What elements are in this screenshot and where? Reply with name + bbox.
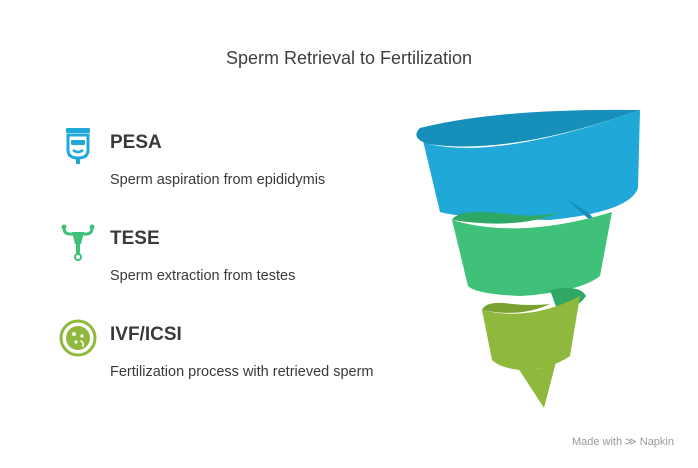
reproductive-organ-icon (61, 224, 95, 261)
funnel-band-tese (452, 212, 612, 312)
funnel-graphic (416, 109, 640, 408)
funnel-tip (518, 362, 556, 408)
step-description: Sperm aspiration from epididymis (110, 172, 326, 188)
funnel-band-pesa (416, 109, 640, 220)
diagram-title: Sperm Retrieval to Fertilization (225, 48, 473, 68)
funnel-band-ivf-icsi (482, 296, 580, 370)
step-name: PESA (110, 132, 162, 153)
step-description: Fertilization process with retrieved spe… (110, 364, 374, 380)
napkin-watermark: Made with ≫ Napkin (572, 435, 674, 448)
napkin-brand: Napkin (639, 436, 674, 448)
step-name: TESE (110, 228, 160, 249)
petri-dish-icon (59, 319, 97, 357)
made-with-label: Made with (571, 436, 623, 448)
step-name: IVF/ICSI (110, 324, 182, 345)
napkin-logo-icon: ≫ (625, 436, 637, 448)
aspiration-vial-icon (66, 128, 90, 164)
step-description: Sperm extraction from testes (110, 268, 296, 284)
